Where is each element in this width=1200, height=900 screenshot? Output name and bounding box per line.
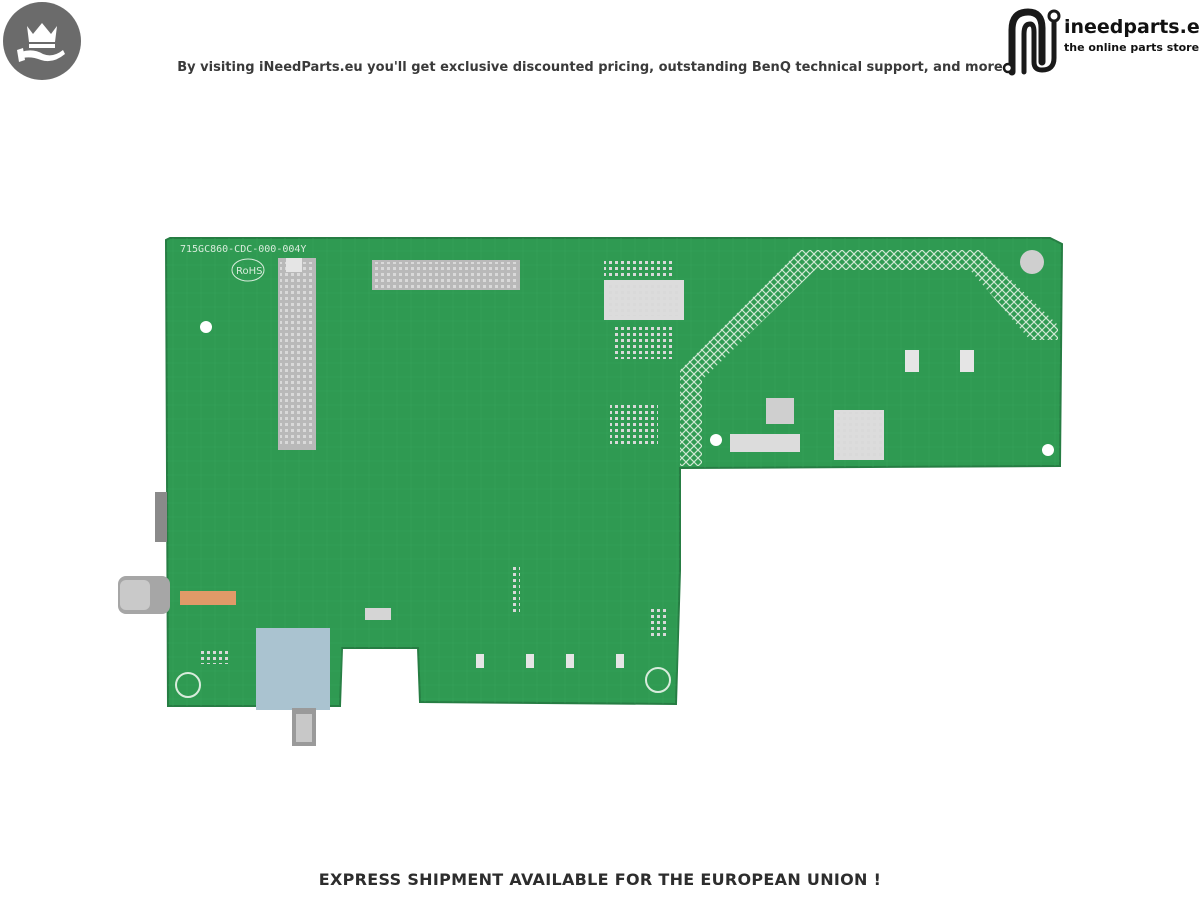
brand-slogan: the online parts store (1064, 41, 1200, 54)
circuit-n-logo-icon (1002, 8, 1061, 76)
crown-hand-icon (17, 23, 65, 62)
crown-hand-badge (3, 2, 81, 80)
header-tagline: By visiting iNeedParts.eu you'll get exc… (177, 60, 1003, 75)
brand-logo[interactable]: ineedparts.eu the online parts store (1002, 2, 1200, 78)
brand-name: ineedparts.eu (1064, 16, 1200, 38)
pcb-board: 715GC860-CDC-000-004Y RoHS (118, 237, 1064, 746)
silkscreen-code: 715GC860-CDC-000-004Y (180, 244, 306, 255)
product-image: 715GC860-CDC-000-004Y RoHS (110, 230, 1070, 764)
rohs-mark: RoHS (236, 266, 262, 277)
shipping-banner: EXPRESS SHIPMENT AVAILABLE FOR THE EUROP… (318, 870, 882, 889)
